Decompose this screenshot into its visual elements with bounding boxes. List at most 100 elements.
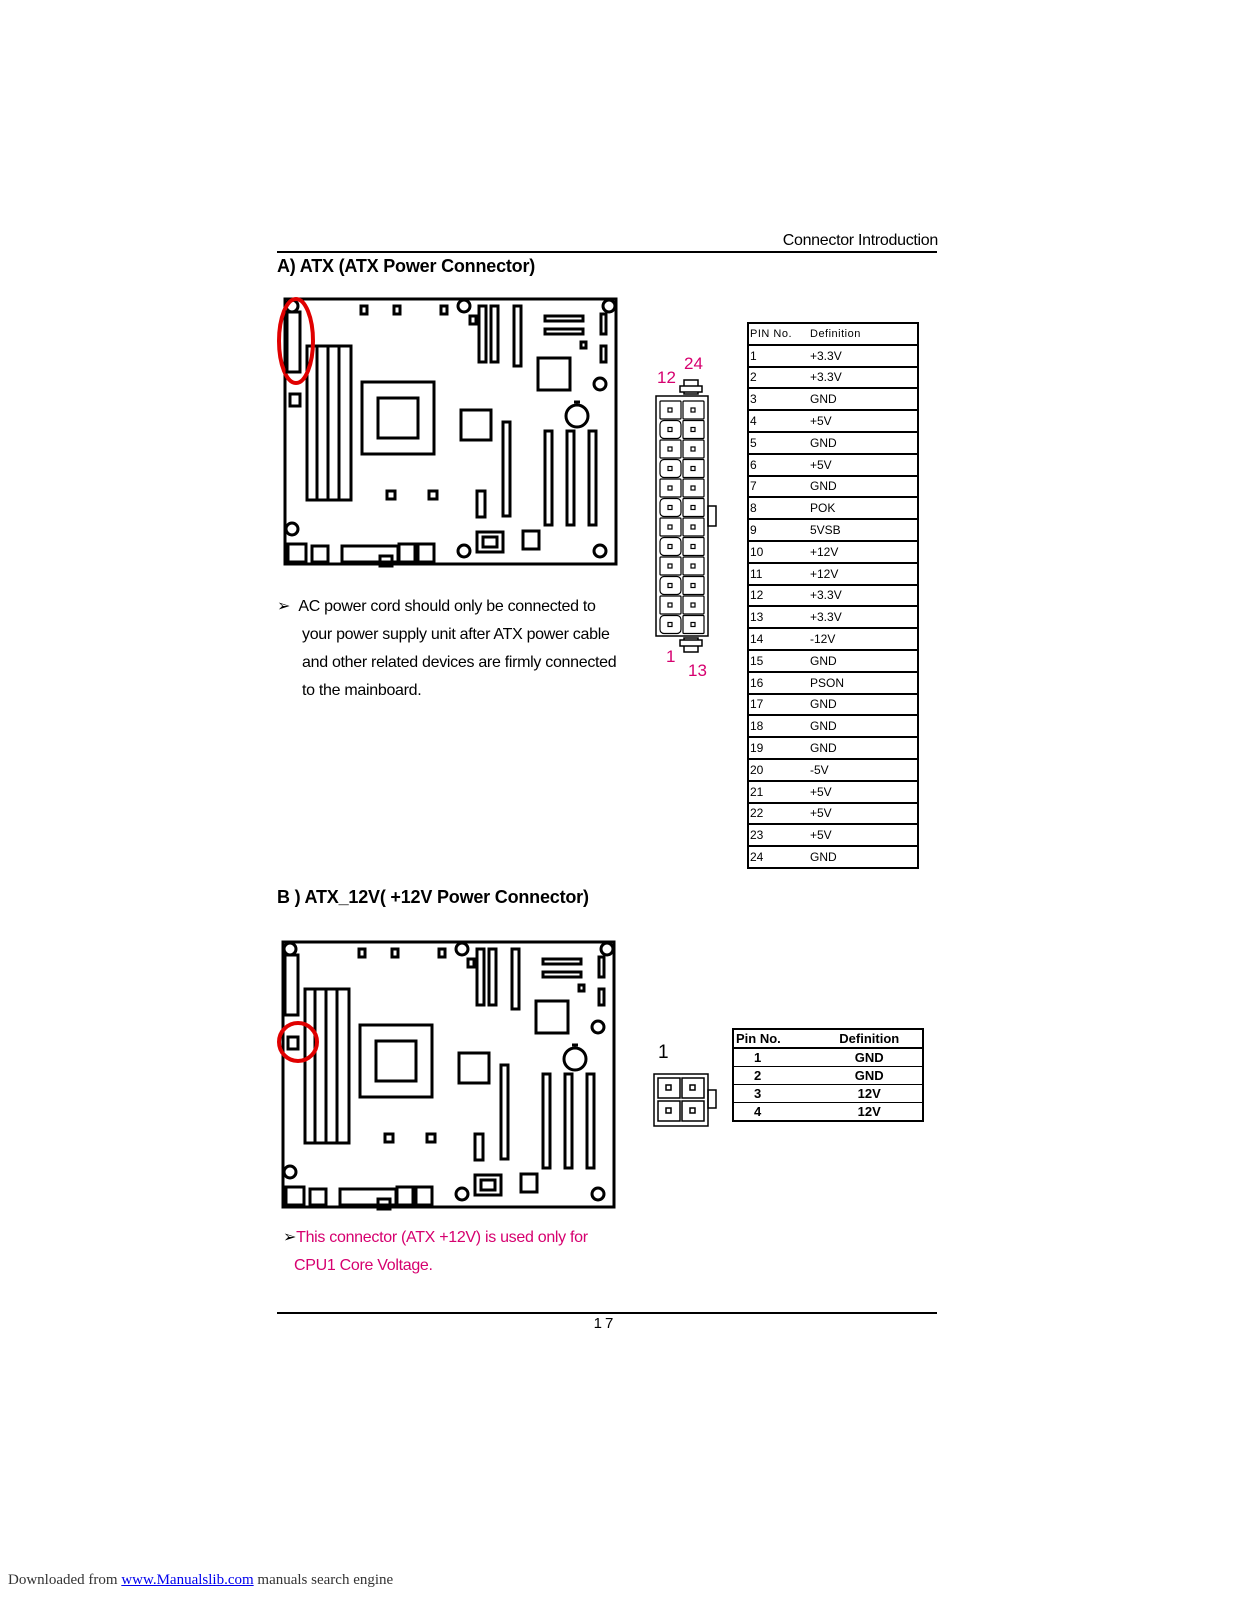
pin-definition: -5V	[808, 758, 918, 782]
pin-number: 2	[733, 1066, 817, 1085]
pin-number: 6	[747, 453, 808, 477]
highlight-circle-atx	[277, 297, 315, 385]
pin-number: 4	[733, 1102, 817, 1122]
table-row: 12+3.3V	[747, 584, 918, 608]
table-header-definition: Definition	[808, 323, 918, 346]
table-b-header-pin: Pin No.	[733, 1029, 817, 1049]
pin-number: 17	[747, 693, 808, 717]
pin-number: 11	[747, 562, 808, 586]
pin-definition: GND	[808, 475, 918, 499]
manualslib-link[interactable]: www.Manualslib.com	[121, 1572, 254, 1588]
highlight-circle-atx12v	[277, 1021, 319, 1063]
table-header-pin: PIN No.	[748, 323, 808, 346]
pin-number: 14	[747, 628, 808, 651]
pin-number: 4	[747, 410, 808, 433]
arrow-bullet-icon: ➢	[277, 598, 299, 615]
section-b-title: B ) ATX_12V( +12V Power Connector)	[277, 887, 589, 907]
section-a-title: A) ATX (ATX Power Connector)	[277, 256, 536, 276]
mainboard-diagram-a	[277, 297, 618, 568]
pin-definition: -12V	[808, 628, 918, 651]
table-row: 6+5V	[747, 453, 918, 477]
pin-definition: 12V	[816, 1102, 923, 1122]
table-row: 13+3.3V	[747, 606, 918, 630]
pin-definition: +12V	[808, 540, 918, 564]
pin-definition: +3.3V	[808, 584, 918, 608]
mainboard-diagram-b	[277, 940, 616, 1211]
table-b-header-definition: Definition	[816, 1029, 923, 1049]
footer-prefix: Downloaded from	[8, 1572, 122, 1588]
pin-number: 1	[747, 344, 808, 368]
pin-number: 24	[747, 846, 808, 869]
pin-number: 13	[747, 606, 808, 630]
table-row: 2+3.3V	[747, 366, 918, 390]
pin-definition: +3.3V	[808, 366, 918, 390]
pin-definition: GND	[808, 388, 918, 412]
pin-number: 15	[747, 649, 808, 673]
table-row: 22+5V	[747, 802, 918, 826]
pin-number: 3	[747, 388, 808, 412]
pin-definition: +5V	[808, 802, 918, 826]
table-row: 20-5V	[747, 758, 918, 782]
header-rule	[277, 251, 937, 253]
pin-definition: +5V	[808, 453, 918, 477]
pin-definition: GND	[808, 693, 918, 717]
pin-definition: GND	[808, 649, 918, 673]
pin-number: 8	[747, 497, 808, 521]
pin-number: 7	[747, 475, 808, 499]
pin-number: 2	[747, 366, 808, 390]
connector-b-label-1: 1	[658, 1042, 669, 1063]
pin-definition: POK	[808, 497, 918, 521]
pin-number: 3	[733, 1084, 817, 1103]
table-row: 1+3.3V	[747, 344, 918, 368]
pin-number: 23	[747, 824, 808, 848]
pin-number: 5	[747, 431, 808, 455]
table-row: 10+12V	[747, 540, 918, 564]
pin-number: 10	[747, 540, 808, 564]
pin-definition: +5V	[808, 780, 918, 804]
pin-number: 18	[747, 715, 808, 739]
pin-number: 16	[747, 671, 808, 695]
pin-number: 21	[747, 780, 808, 804]
pin-number: 9	[747, 519, 808, 542]
pin-definition: 5VSB	[808, 519, 918, 542]
pin-number: 22	[747, 802, 808, 826]
pin-definition: PSON	[808, 671, 918, 695]
pin-number: 1	[733, 1048, 817, 1067]
pin-definition: GND	[816, 1048, 923, 1067]
pin-definition: 12V	[816, 1084, 923, 1103]
section-b-note: ➢This connector (ATX +12V) is used only …	[283, 1229, 588, 1274]
pin-definition: GND	[808, 431, 918, 455]
arrow-bullet-icon: ➢	[283, 1229, 297, 1246]
table-row: 11+12V	[747, 562, 918, 586]
pin-definition: GND	[808, 737, 918, 760]
pin-definition: GND	[808, 715, 918, 739]
connector-label-13: 13	[688, 661, 707, 680]
pin-number: 19	[747, 737, 808, 760]
section-header: Connector Introduction	[782, 232, 939, 249]
pin-number: 20	[747, 758, 808, 782]
pin-definition: +12V	[808, 562, 918, 586]
section-a-note: ➢ AC power cord should only be connected…	[277, 598, 617, 699]
connector-label-12: 12	[657, 368, 676, 387]
pin-definition: +3.3V	[808, 344, 918, 368]
atx-24pin-connector-icon	[655, 379, 717, 653]
atx12v-4pin-connector-icon	[653, 1073, 717, 1127]
footer-suffix: manuals search engine	[253, 1572, 394, 1588]
table-row: 14-12V	[747, 628, 918, 651]
